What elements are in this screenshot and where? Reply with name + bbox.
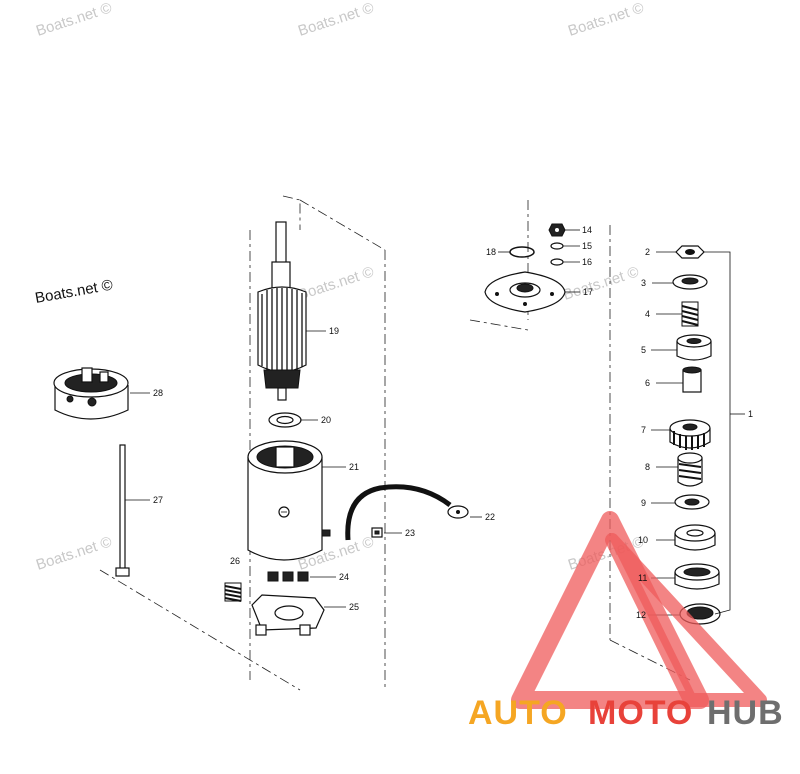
callout-14: 14 — [582, 225, 592, 235]
part-brush-plate — [251, 594, 325, 636]
part-spring-4 — [681, 301, 699, 327]
part-spacer-10 — [674, 524, 716, 551]
part-terminal — [371, 527, 383, 538]
logo-moto: MOTO — [588, 694, 693, 732]
part-end-cap — [53, 367, 129, 420]
part-sleeve-6 — [682, 366, 702, 393]
part-o-ring-18 — [509, 246, 535, 258]
watermark-text: Boats.net © — [566, 0, 646, 40]
part-bushing-11 — [674, 563, 720, 590]
part-washer-9 — [674, 494, 710, 510]
assembly-bracket — [704, 251, 731, 615]
callout-17: 17 — [583, 287, 593, 297]
callout-25: 25 — [349, 602, 359, 612]
callout-labels: 1 2 3 4 5 6 7 8 9 10 11 12 14 15 16 17 1… — [153, 225, 753, 620]
callout-6: 6 — [645, 378, 650, 388]
guide-line — [282, 195, 301, 230]
callout-22: 22 — [485, 512, 495, 522]
logo-triangle-right — [605, 533, 767, 707]
callout-18: 18 — [486, 247, 496, 257]
watermark-text: Boats.net © — [561, 263, 641, 303]
part-drive-8 — [677, 452, 703, 487]
callout-9: 9 — [641, 498, 646, 508]
part-drive-cap-17 — [484, 271, 566, 313]
callout-1: 1 — [748, 409, 753, 419]
logo-auto: AUTO — [468, 694, 568, 732]
part-washer-15 — [550, 242, 564, 250]
callout-12: 12 — [636, 610, 646, 620]
part-brushes — [267, 571, 309, 582]
part-through-bolt — [115, 444, 130, 577]
part-nut-2 — [675, 245, 705, 259]
guide-line — [299, 199, 386, 251]
watermark-text: Boats.net © — [34, 0, 114, 40]
part-collar-5 — [676, 334, 712, 361]
logo-triangle — [511, 511, 709, 709]
guide-line — [469, 319, 529, 331]
part-washer-16 — [550, 258, 564, 266]
callout-19: 19 — [329, 326, 339, 336]
callout-5: 5 — [641, 345, 646, 355]
callout-23: 23 — [405, 528, 415, 538]
guide-line — [609, 639, 691, 681]
callout-10: 10 — [638, 535, 648, 545]
callout-2: 2 — [645, 247, 650, 257]
callout-7: 7 — [641, 425, 646, 435]
watermark-text: Boats.net © — [296, 0, 376, 40]
guide-lines — [99, 195, 691, 691]
callout-26: 26 — [230, 556, 240, 566]
part-pinion-7 — [669, 419, 711, 450]
callout-27: 27 — [153, 495, 163, 505]
part-spring — [224, 582, 242, 602]
callout-8: 8 — [645, 462, 650, 472]
logo-hub: HUB — [707, 694, 784, 732]
watermark-text: Boats.net © — [34, 533, 114, 573]
part-field-frame — [247, 440, 331, 561]
part-cable — [345, 484, 469, 541]
callout-3: 3 — [641, 278, 646, 288]
part-nut-14 — [548, 223, 566, 237]
callout-28: 28 — [153, 388, 163, 398]
automotohub-logo: AUTO MOTO HUB — [468, 511, 784, 732]
callout-16: 16 — [582, 257, 592, 267]
watermark-text-dark: Boats.net © — [34, 277, 114, 307]
callout-15: 15 — [582, 241, 592, 251]
callout-4: 4 — [645, 309, 650, 319]
part-washer-20 — [268, 412, 302, 428]
part-armature — [257, 221, 307, 401]
callout-21: 21 — [349, 462, 359, 472]
guide-line — [99, 569, 301, 691]
callout-20: 20 — [321, 415, 331, 425]
part-cup-3 — [672, 274, 708, 290]
watermark-text: Boats.net © — [296, 263, 376, 303]
callout-24: 24 — [339, 572, 349, 582]
callout-11: 11 — [638, 573, 647, 583]
